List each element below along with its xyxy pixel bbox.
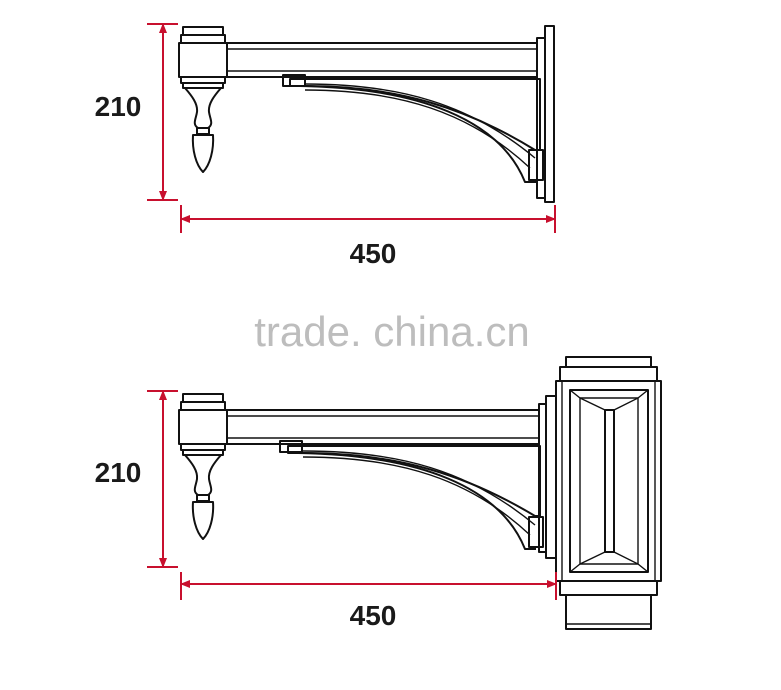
top-curved-brace: [282, 74, 544, 183]
watermark: trade. china.cn: [254, 308, 530, 355]
bottom-curved-brace: [279, 440, 544, 550]
bottom-width-label: 450: [350, 600, 397, 631]
top-arm: [226, 42, 538, 78]
bottom-finial: [178, 393, 228, 540]
top-width-label: 450: [350, 238, 397, 269]
lantern-housing: [555, 356, 662, 630]
top-width-dimension: 450: [180, 205, 556, 269]
bottom-arm: [226, 409, 540, 445]
top-finial: [178, 26, 228, 173]
top-height-label: 210: [95, 91, 142, 122]
bottom-wall-flange: [538, 395, 557, 559]
bottom-height-label: 210: [95, 457, 142, 488]
top-height-dimension: 210: [95, 23, 178, 201]
top-bracket-drawing: 210 450: [95, 23, 556, 269]
top-wall-plate: [536, 25, 555, 203]
bottom-height-dimension: 210: [95, 390, 178, 568]
bottom-bracket-drawing: 210 450: [95, 356, 662, 631]
bottom-width-dimension: 450: [180, 572, 557, 631]
